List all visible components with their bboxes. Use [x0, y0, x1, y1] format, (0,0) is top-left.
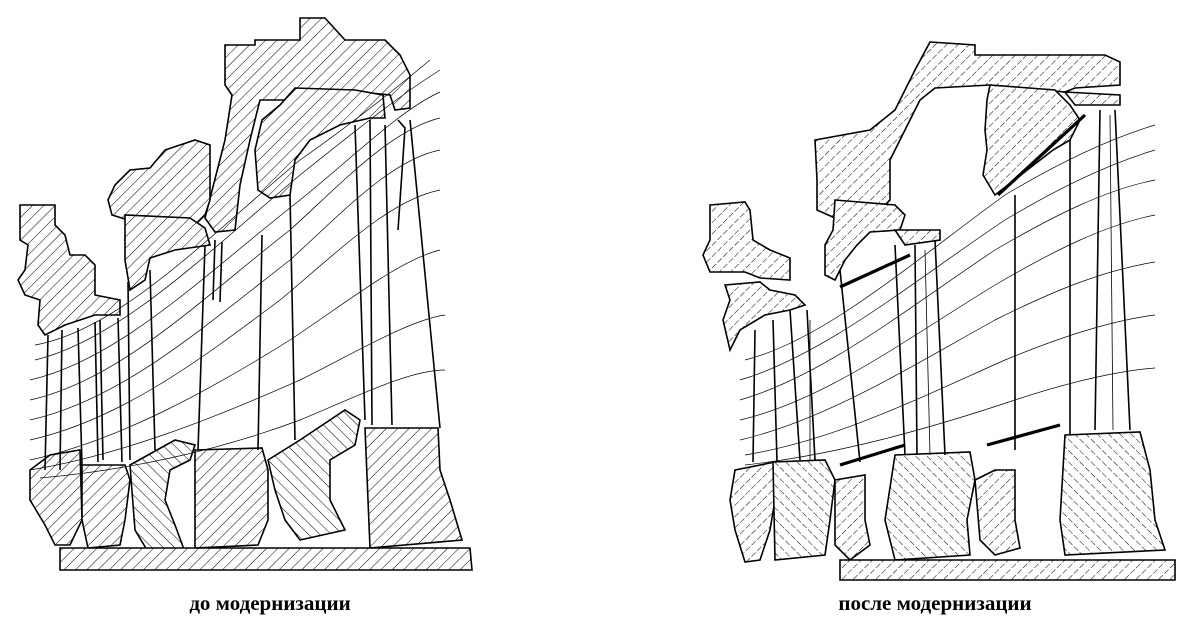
streamlines-after [739, 124, 1156, 466]
caption-before: до модернизации [189, 591, 351, 615]
turbine-section-before-drawing [17, 17, 473, 571]
seal-strips [839, 113, 1087, 467]
casing-upper [702, 41, 1121, 353]
streamlines-before [29, 59, 446, 479]
caption-after: после модернизации [838, 591, 1032, 615]
rotor-discs [729, 431, 1176, 581]
blades-after [752, 109, 1131, 463]
rotor-discs [29, 409, 473, 571]
turbine-section-after-drawing [702, 41, 1176, 581]
blades-before [44, 119, 441, 471]
